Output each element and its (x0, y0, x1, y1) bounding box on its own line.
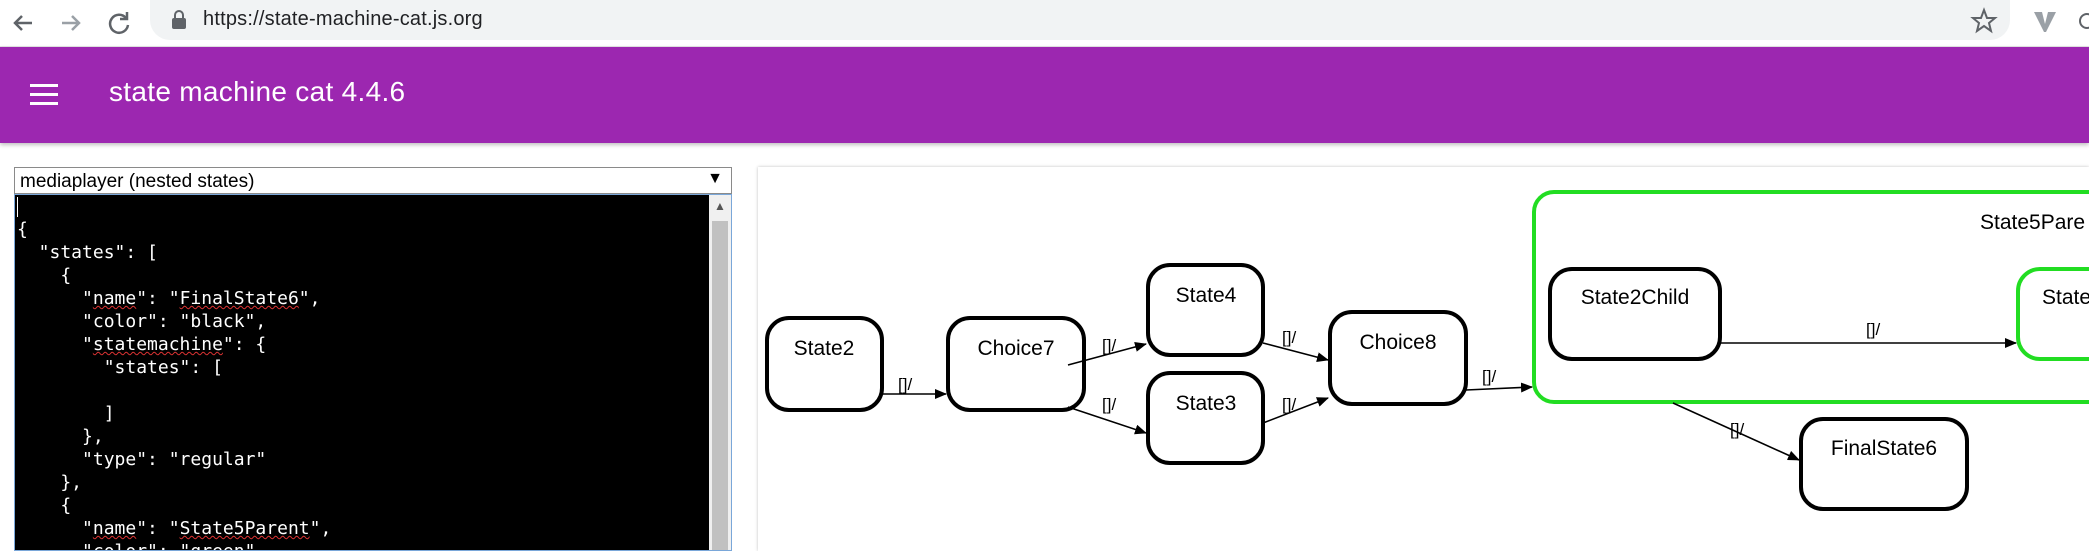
app-bar: state machine cat 4.4.6 (0, 47, 2089, 143)
transition-label: []/ (1282, 395, 1296, 414)
state-label-state4: State4 (1176, 284, 1237, 307)
address-bar[interactable] (150, 0, 2010, 40)
spellcheck-word: FinalState6 (179, 288, 299, 309)
transition-state4-choice8[interactable] (1262, 342, 1329, 363)
browser-toolbar: https://state-machine-cat.js.org (0, 0, 2089, 47)
scroll-thumb[interactable] (712, 221, 728, 550)
transition-label: []/ (1730, 420, 1744, 439)
transition-label: []/ (898, 375, 912, 394)
diagram-panel: State5Pare State2 Choice7 State4 State3 … (758, 167, 2089, 551)
text-cursor (17, 197, 18, 217)
hamburger-menu-icon[interactable] (28, 81, 60, 109)
extension-icon[interactable] (2077, 6, 2089, 36)
transition-label: []/ (1482, 367, 1496, 386)
state-label-finalstate6: FinalState6 (1831, 437, 1937, 460)
chevron-down-icon: ▼ (707, 170, 723, 187)
state-state2child[interactable] (1548, 267, 1722, 361)
forward-arrow-icon (62, 15, 81, 31)
editor-scrollbar[interactable]: ▲ (709, 195, 731, 550)
state-state5child[interactable] (2016, 267, 2089, 361)
state-state2[interactable] (765, 316, 884, 412)
sample-select[interactable]: mediaplayer (nested states) ▼ (14, 167, 732, 194)
spellcheck-word: name (92, 288, 137, 309)
state-choice7[interactable] (946, 316, 1086, 412)
transition-label: []/ (1866, 320, 1880, 339)
extension-icon[interactable] (2030, 6, 2060, 36)
state-state3[interactable] (1146, 371, 1265, 465)
code-content[interactable]: { "states": [ { "name": "FinalState6", "… (17, 219, 332, 550)
sample-select-value: mediaplayer (nested states) (20, 171, 255, 192)
state-label-state3: State3 (1176, 392, 1237, 415)
state-label-state5child: State (2042, 286, 2089, 309)
transition-label: []/ (1102, 395, 1116, 414)
code-editor[interactable]: { "states": [ { "name": "FinalState6", "… (14, 194, 732, 551)
state-diagram: State5Pare State2 Choice7 State4 State3 … (765, 190, 2089, 511)
spellcheck-word: statemachine (92, 334, 223, 355)
star-icon[interactable] (1969, 6, 1999, 36)
transition-choice7-state3[interactable] (1067, 406, 1147, 435)
state-label-state2: State2 (794, 337, 855, 360)
transition-state5parent-finalstate6[interactable] (1672, 402, 1800, 461)
url-text[interactable]: https://state-machine-cat.js.org (203, 8, 483, 30)
lock-icon (172, 10, 186, 29)
back-arrow-icon (13, 15, 32, 31)
state-label-state2child: State2Child (1581, 286, 1690, 309)
transition-label: []/ (1282, 328, 1296, 347)
state-finalstate6[interactable] (1799, 417, 1969, 511)
reload-icon (108, 12, 130, 34)
state-label-state5parent: State5Pare (1980, 211, 2085, 234)
reload-button[interactable] (102, 6, 136, 40)
transition-label: []/ (1102, 336, 1116, 355)
state-label-choice7: Choice7 (977, 337, 1054, 360)
spellcheck-word: name (92, 518, 137, 539)
state-label-choice8: Choice8 (1359, 331, 1436, 354)
transition-choice8-state5parent[interactable] (1465, 382, 1533, 393)
state-choice8[interactable] (1328, 310, 1468, 406)
app-title: state machine cat 4.4.6 (109, 76, 406, 107)
back-button[interactable] (6, 6, 40, 40)
transition-state3-choice8[interactable] (1262, 397, 1329, 424)
state-state4[interactable] (1146, 263, 1265, 357)
transition-choice7-state4[interactable] (1067, 342, 1147, 366)
forward-button[interactable] (54, 6, 88, 40)
scroll-up-arrow-icon[interactable]: ▲ (714, 199, 726, 213)
spellcheck-word: State5Parent (179, 518, 310, 539)
